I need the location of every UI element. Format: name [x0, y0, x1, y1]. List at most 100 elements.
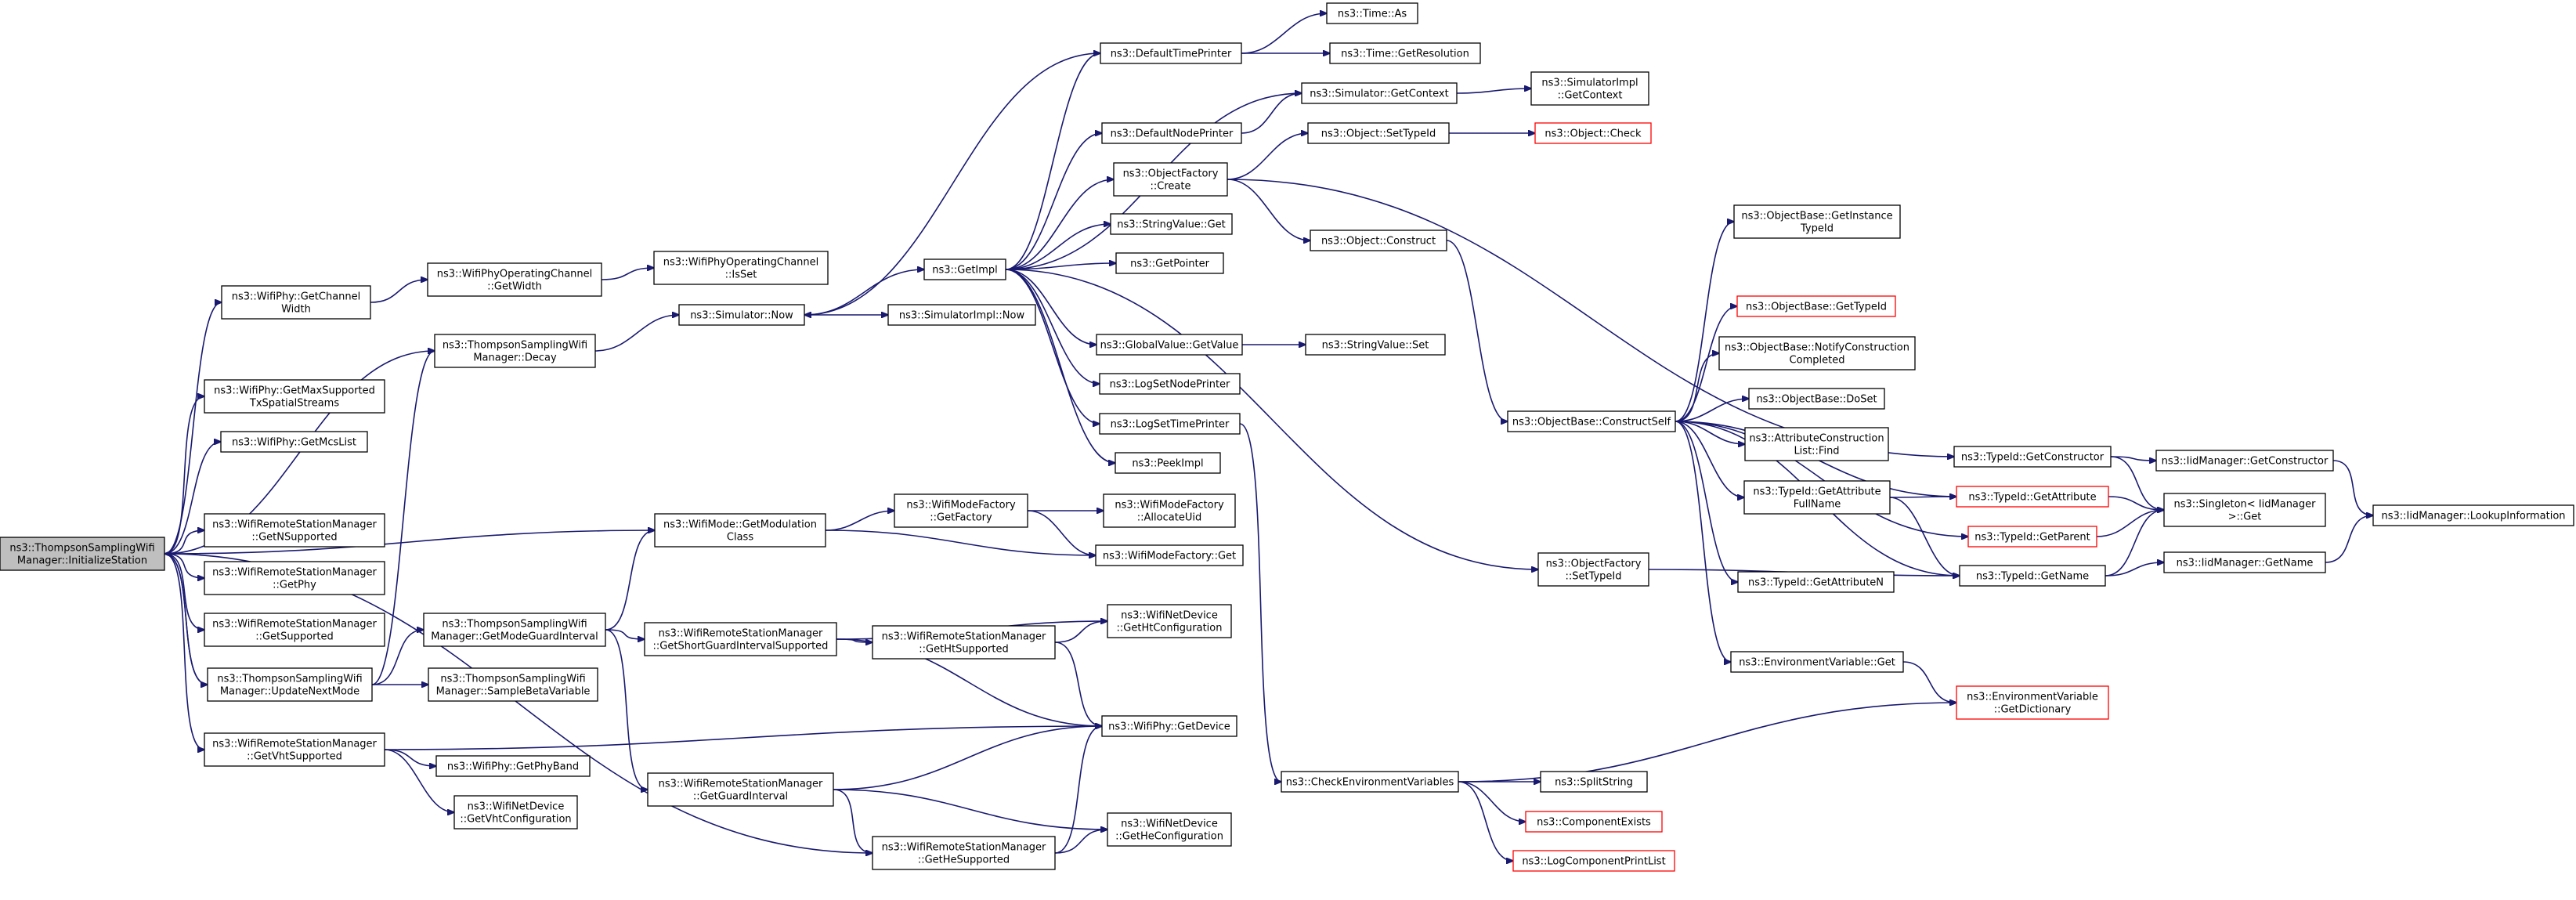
graph-node-n-sim-getcontext[interactable]: ns3::Simulator::GetContext: [1301, 82, 1458, 104]
graph-node-n-object-check[interactable]: ns3::Object::Check: [1534, 122, 1652, 144]
node-box[interactable]: [204, 732, 385, 767]
node-box[interactable]: [1301, 82, 1458, 104]
node-box[interactable]: [1736, 295, 1896, 317]
node-box[interactable]: [434, 334, 596, 368]
node-box[interactable]: [1329, 42, 1481, 64]
graph-node-n-gethtsupported[interactable]: ns3::WifiRemoteStationManager::GetHtSupp…: [872, 625, 1056, 660]
node-box[interactable]: [0, 537, 165, 571]
node-box[interactable]: [1730, 651, 1904, 673]
graph-node-n-logsetnodeprinter[interactable]: ns3::LogSetNodePrinter: [1099, 373, 1241, 395]
node-box[interactable]: [653, 251, 829, 285]
graph-node-n-opch-isset[interactable]: ns3::WifiPhyOperatingChannel::IsSet: [653, 251, 829, 285]
graph-node-n-getdevice[interactable]: ns3::WifiPhy::GetDevice: [1101, 715, 1237, 737]
node-box[interactable]: [453, 795, 578, 830]
node-box[interactable]: [220, 431, 368, 453]
graph-node-n-getsupported[interactable]: ns3::WifiRemoteStationManager::GetSuppor…: [204, 613, 385, 647]
graph-node-n-getmaxss[interactable]: ns3::WifiPhy::GetMaxSupportedTxSpatialSt…: [204, 379, 385, 414]
graph-node-n-sim-now[interactable]: ns3::Simulator::Now: [678, 304, 805, 326]
graph-node-n-simimpl-now[interactable]: ns3::SimulatorImpl::Now: [887, 304, 1036, 326]
node-box[interactable]: [1095, 544, 1244, 566]
node-box[interactable]: [435, 755, 591, 777]
node-box[interactable]: [2372, 504, 2574, 526]
node-box[interactable]: [1737, 571, 1895, 593]
node-box[interactable]: [1959, 565, 2106, 587]
graph-node-n-getvhtconf[interactable]: ns3::WifiNetDevice::GetVhtConfiguration: [453, 795, 578, 830]
graph-node-n-getmcslist[interactable]: ns3::WifiPhy::GetMcsList: [220, 431, 368, 453]
node-box[interactable]: [1107, 812, 1232, 847]
node-box[interactable]: [1507, 410, 1676, 432]
node-box[interactable]: [1099, 373, 1241, 395]
graph-node-n-objbase-notifyconstruction[interactable]: ns3::ObjectBase::NotifyConstructionCompl…: [1718, 336, 1916, 370]
node-box[interactable]: [1525, 811, 1663, 833]
node-box[interactable]: [1534, 122, 1652, 144]
node-box[interactable]: [644, 622, 837, 656]
node-box[interactable]: [204, 513, 385, 548]
graph-node-n-typeid-getconstructor[interactable]: ns3::TypeId::GetConstructor: [1953, 446, 2112, 468]
node-box[interactable]: [1113, 162, 1228, 197]
graph-node-n-typeid-getattribute[interactable]: ns3::TypeId::GetAttribute: [1956, 486, 2109, 508]
graph-node-n-objbase-gettypeid[interactable]: ns3::ObjectBase::GetTypeId: [1736, 295, 1896, 317]
node-box[interactable]: [2163, 493, 2326, 527]
graph-node-n-defaulttimeprinter[interactable]: ns3::DefaultTimePrinter: [1100, 42, 1242, 64]
node-box[interactable]: [887, 304, 1036, 326]
node-box[interactable]: [1307, 122, 1450, 144]
node-box[interactable]: [1101, 715, 1237, 737]
graph-node-n-checkenvvars[interactable]: ns3::CheckEnvironmentVariables: [1281, 771, 1459, 793]
node-box[interactable]: [427, 262, 602, 297]
node-box[interactable]: [1281, 771, 1459, 793]
graph-node-n-gethesupported[interactable]: ns3::WifiRemoteStationManager::GetHeSupp…: [872, 836, 1056, 870]
node-box[interactable]: [1540, 771, 1648, 793]
graph-node-n-modefactory-getfactory[interactable]: ns3::WifiModeFactory::GetFactory: [894, 493, 1028, 528]
node-box[interactable]: [872, 836, 1056, 870]
graph-node-n-objfactory-create[interactable]: ns3::ObjectFactory::Create: [1113, 162, 1228, 197]
graph-node-n-getphy[interactable]: ns3::WifiRemoteStationManager::GetPhy: [204, 561, 385, 595]
graph-node-n-modefactory-get[interactable]: ns3::WifiModeFactory::Get: [1095, 544, 1244, 566]
node-box[interactable]: [1099, 413, 1241, 435]
node-box[interactable]: [1305, 334, 1446, 356]
node-box[interactable]: [647, 772, 834, 807]
node-box[interactable]: [428, 667, 598, 702]
node-box[interactable]: [1956, 486, 2109, 508]
node-box[interactable]: [1100, 42, 1242, 64]
graph-node-n-typeid-getparent[interactable]: ns3::TypeId::GetParent: [1967, 526, 2097, 548]
graph-node-n-samplebeta[interactable]: ns3::ThompsonSamplingWifiManager::Sample…: [428, 667, 598, 702]
node-box[interactable]: [1748, 388, 1885, 410]
node-box[interactable]: [1967, 526, 2097, 548]
node-box[interactable]: [1096, 334, 1243, 356]
graph-node-n-peekimpl[interactable]: ns3::PeekImpl: [1115, 452, 1221, 474]
node-box[interactable]: [678, 304, 805, 326]
graph-node-n-getmodeguard[interactable]: ns3::ThompsonSamplingWifiManager::GetMod…: [423, 613, 606, 647]
graph-node-n-object-construct[interactable]: ns3::Object::Construct: [1310, 230, 1447, 251]
node-box[interactable]: [204, 379, 385, 414]
node-box[interactable]: [221, 285, 371, 320]
node-box[interactable]: [923, 258, 1006, 280]
graph-node-n-singleton-get[interactable]: ns3::Singleton< IidManager>::Get: [2163, 493, 2326, 527]
graph-node-n-getnsupported[interactable]: ns3::WifiRemoteStationManager::GetNSuppo…: [204, 513, 385, 548]
graph-node-n-getvhtsupported[interactable]: ns3::WifiRemoteStationManager::GetVhtSup…: [204, 732, 385, 767]
node-box[interactable]: [2163, 551, 2326, 573]
graph-node-n-envvar-getdictionary[interactable]: ns3::EnvironmentVariable::GetDictionary: [1956, 685, 2109, 720]
node-box[interactable]: [894, 493, 1028, 528]
graph-node-n-objbase-constructself[interactable]: ns3::ObjectBase::ConstructSelf: [1507, 410, 1676, 432]
node-box[interactable]: [1115, 252, 1224, 274]
node-box[interactable]: [872, 625, 1056, 660]
graph-node-n-gethtconf[interactable]: ns3::WifiNetDevice::GetHtConfiguration: [1107, 604, 1232, 638]
graph-node-n-stringvalue-get[interactable]: ns3::StringValue::Get: [1110, 213, 1233, 235]
node-box[interactable]: [1107, 604, 1232, 638]
graph-node-n-time-getresolution[interactable]: ns3::Time::GetResolution: [1329, 42, 1481, 64]
node-box[interactable]: [207, 667, 373, 702]
graph-node-n-time-as[interactable]: ns3::Time::As: [1326, 2, 1418, 24]
node-box[interactable]: [1733, 204, 1901, 239]
graph-node-n-getpointer[interactable]: ns3::GetPointer: [1115, 252, 1224, 274]
graph-node-n-envvar-get[interactable]: ns3::EnvironmentVariable::Get: [1730, 651, 1904, 673]
graph-node-n-defaultnodeprinter[interactable]: ns3::DefaultNodePrinter: [1101, 122, 1242, 144]
graph-node-n-componentexists[interactable]: ns3::ComponentExists: [1525, 811, 1663, 833]
node-box[interactable]: [1718, 336, 1916, 370]
node-box[interactable]: [1101, 122, 1242, 144]
graph-node-n-logcomponentprintlist[interactable]: ns3::LogComponentPrintList: [1512, 850, 1675, 872]
graph-node-n-globalvalue-getvalue[interactable]: ns3::GlobalValue::GetValue: [1096, 334, 1243, 356]
